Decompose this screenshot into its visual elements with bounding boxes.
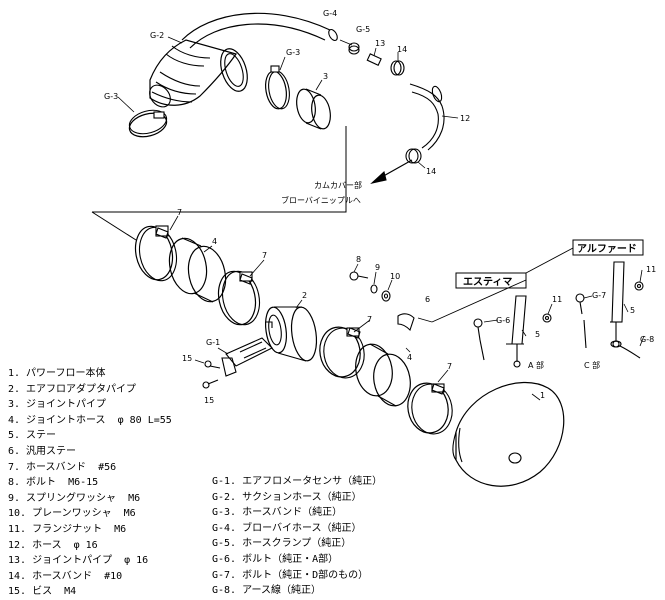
legend-item: 7. ホースバンド #56 bbox=[8, 461, 117, 473]
hose-band-7-c bbox=[319, 326, 365, 379]
label-13: 13 bbox=[375, 39, 385, 48]
label-g4: G-4 bbox=[323, 9, 337, 18]
legend-item: 2. エアフロアダプタパイプ bbox=[8, 383, 137, 395]
label-15-a: 15 bbox=[182, 354, 192, 363]
label-4-b: 4 bbox=[407, 353, 412, 362]
bolt-g7 bbox=[575, 293, 587, 349]
label-g6: G-6 bbox=[496, 316, 510, 325]
legend-item: G-4. ブローバイホース（純正） bbox=[212, 522, 362, 534]
legend-item: G-8. アース線（純正） bbox=[212, 585, 322, 597]
label-3-top: 3 bbox=[323, 72, 328, 81]
legend-item: G-1. エアフロメータセンサ（純正） bbox=[212, 476, 383, 487]
legend-item: 5. ステー bbox=[8, 430, 57, 442]
legend-item: G-3. ホースバンド（純正） bbox=[212, 507, 343, 519]
legend-item: 11. フランジナット M6 bbox=[8, 523, 127, 535]
hose-band-g3-right bbox=[265, 65, 290, 110]
legend-item: 14. ホースバンド #10 bbox=[8, 570, 123, 582]
joint-pipe-13 bbox=[366, 53, 382, 66]
legend-item: 1. パワーフロー本体 bbox=[8, 368, 106, 379]
vehicle-estima: エスティマ bbox=[463, 276, 512, 288]
legend-item: G-5. ホースクランプ（純正） bbox=[212, 538, 352, 550]
estima-box bbox=[455, 272, 527, 289]
general-stay-6 bbox=[397, 313, 415, 332]
label-7-c: 7 bbox=[367, 315, 372, 324]
label-11-a: 11 bbox=[552, 295, 562, 304]
label-5-b: 5 bbox=[630, 306, 635, 315]
label-9: 9 bbox=[375, 263, 380, 272]
legend-item: 8. ボルト M6-15 bbox=[8, 477, 99, 489]
hose-band-g3-left bbox=[128, 109, 168, 138]
legend-item: 13. ジョイントパイプ φ 16 bbox=[8, 555, 149, 567]
label-g3-right: G-3 bbox=[286, 48, 300, 57]
hose-clamp-g5 bbox=[348, 42, 360, 55]
stay-5-alphard bbox=[610, 261, 625, 348]
stay-5-estima bbox=[506, 295, 527, 368]
hose-band-14-lower bbox=[405, 148, 422, 164]
label-1: 1 bbox=[540, 391, 545, 400]
label-14-top: 14 bbox=[397, 45, 407, 54]
label-11-b: 11 bbox=[646, 265, 656, 274]
joint-pipe-3 bbox=[296, 88, 331, 130]
label-10: 10 bbox=[390, 272, 400, 281]
legend-item: 10. プレーンワッシャ M6 bbox=[8, 508, 136, 520]
label-7-d: 7 bbox=[447, 362, 452, 371]
ground-wire-g8 bbox=[610, 340, 641, 359]
parts-legend-left: 1. パワーフロー本体 2. エアフロアダプタパイプ 3. ジョイントパイプ 4. ジ… bbox=[8, 366, 172, 600]
label-8: 8 bbox=[356, 255, 361, 264]
note-cam-cover: カムカバー部 bbox=[314, 180, 362, 190]
label-g5: G-5 bbox=[356, 25, 370, 34]
label-g8: G-8 bbox=[640, 335, 654, 344]
airflow-meter-sensor-g1 bbox=[221, 337, 273, 377]
joint-hose-4-a bbox=[168, 237, 227, 303]
hose-band-7-a bbox=[134, 225, 178, 282]
note-blowby-nipple: ブローバイニップルへ bbox=[281, 195, 361, 205]
plain-washer-10 bbox=[381, 290, 391, 302]
label-6: 6 bbox=[425, 295, 430, 304]
screw-15 bbox=[202, 360, 221, 389]
vehicle-alphard: アルファード bbox=[577, 243, 637, 255]
label-2: 2 bbox=[302, 291, 307, 300]
label-5-a: 5 bbox=[535, 330, 540, 339]
legend-item: G-7. ボルト（純正・D部のもの） bbox=[212, 569, 369, 581]
legend-item: 15. ビス M4 bbox=[8, 586, 77, 598]
legend-item: G-2. サクションホース（純正） bbox=[212, 491, 362, 503]
power-flow-body-1 bbox=[452, 381, 565, 487]
label-12: 12 bbox=[460, 114, 470, 123]
separator-line bbox=[92, 126, 347, 213]
blowby-arrow bbox=[370, 159, 413, 184]
suction-hose-g2 bbox=[149, 12, 338, 108]
airflow-adapter-pipe-2 bbox=[264, 306, 318, 362]
bolt-g6 bbox=[473, 318, 485, 361]
label-7-a: 7 bbox=[177, 208, 182, 217]
flange-nut-11-a bbox=[542, 313, 552, 323]
hose-band-7-d bbox=[407, 382, 453, 435]
label-g2: G-2 bbox=[150, 31, 164, 40]
hose-band-7-b bbox=[217, 270, 261, 326]
label-g3-left: G-3 bbox=[104, 92, 118, 101]
label-4-a: 4 bbox=[212, 237, 217, 246]
legend-item: 9. スプリングワッシャ M6 bbox=[8, 492, 141, 504]
legend-item: 3. ジョイントパイプ bbox=[8, 399, 107, 411]
hose-band-14-top bbox=[390, 60, 405, 76]
alphard-box bbox=[572, 239, 644, 256]
label-15-b: 15 bbox=[204, 396, 214, 405]
parts-legend-right: G-1. エアフロメータセンサ（純正） G-2. サクションホース（純正） G-3.… bbox=[212, 474, 382, 599]
label-g1: G-1 bbox=[206, 338, 220, 347]
joint-hose-4-b bbox=[355, 343, 411, 407]
label-g7: G-7 bbox=[592, 291, 606, 300]
hose-12 bbox=[409, 83, 445, 151]
legend-item: 6. 汎用ステー bbox=[8, 445, 77, 457]
legend-item: 12. ホース φ 16 bbox=[8, 539, 98, 551]
legend-item: G-6. ボルト（純正・A部） bbox=[212, 553, 339, 565]
label-7-b: 7 bbox=[262, 251, 267, 260]
note-part-a: A 部 bbox=[528, 360, 544, 370]
spring-washer-9 bbox=[370, 284, 378, 294]
note-part-c: C 部 bbox=[584, 360, 600, 370]
legend-item: 4. ジョイントホース φ 80 L=55 bbox=[8, 414, 172, 426]
bolt-8 bbox=[349, 271, 369, 281]
label-14-lower: 14 bbox=[426, 167, 436, 176]
flange-nut-11-b bbox=[634, 281, 644, 291]
